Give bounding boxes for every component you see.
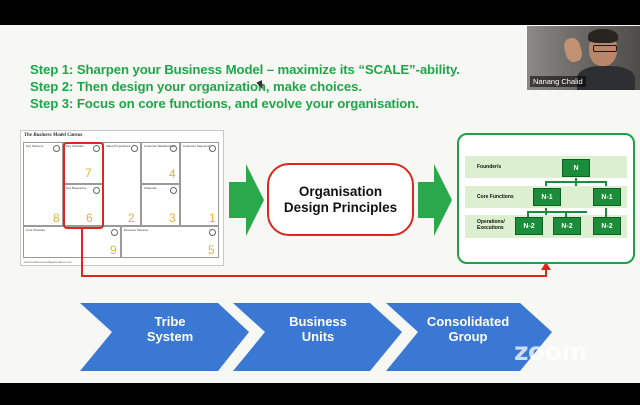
principles-line-2: Design Principles [283, 199, 398, 215]
block-revenue-streams: Revenue Streams 5 [121, 226, 219, 258]
green-arrow-1 [229, 164, 264, 236]
chevron-1-shape [80, 303, 249, 371]
steps-list: Step 1: Sharpen your Business Model – ma… [30, 61, 500, 112]
design-principles-box: Organisation Design Principles [267, 163, 414, 236]
participant-video-tile[interactable]: Nanang Chalid [527, 26, 640, 90]
org-node-n2-1: N-2 [515, 217, 543, 235]
org-node-n2-3: N-2 [593, 217, 621, 235]
green-arrow-2 [418, 164, 452, 236]
step-2: Step 2: Then design your organization, m… [30, 79, 362, 94]
step-1: Step 1: Sharpen your Business Model – ma… [30, 62, 460, 77]
person-body [577, 66, 635, 90]
chevron-2-shape [233, 303, 402, 371]
org-node-n2-2: N-2 [553, 217, 581, 235]
org-row-founders: Founder/s [465, 156, 627, 178]
business-model-canvas-image: The Business Model Canvas Key Partners 8… [20, 130, 224, 266]
block-channels: Channels 3 [141, 184, 180, 226]
block-customer-relationships: Customer Relationships 4 [141, 142, 180, 184]
org-node-n1-left: N-1 [533, 188, 561, 206]
step-3: Step 3: Focus on core functions, and evo… [30, 96, 419, 111]
canvas-title: The Business Model Canvas [24, 133, 83, 138]
participant-name-label: Nanang Chalid [530, 76, 586, 87]
org-chart: Founder/s Core Functions Operations/ Exe… [457, 133, 635, 264]
highlight-key-activities-resources [63, 142, 104, 229]
org-row-operations: Operations/ Executions [465, 215, 627, 238]
block-key-partners: Key Partners 8 [23, 142, 63, 226]
block-customer-segments: Customer Segments 1 [180, 142, 219, 226]
block-cost-structure: Cost Structure 9 [23, 226, 121, 258]
chevron-3-shape [386, 303, 552, 371]
org-node-n: N [562, 159, 590, 177]
org-node-n1-right: N-1 [593, 188, 621, 206]
connector-arrowhead-icon [541, 262, 551, 270]
glasses-icon [593, 45, 617, 52]
canvas-footer: www.businessmodelgeneration.com [24, 260, 72, 264]
zoom-watermark: zoom [514, 337, 587, 366]
principles-line-1: Organisation [298, 183, 383, 199]
block-value-propositions: Value Propositions 2 [103, 142, 141, 226]
red-connector-line [81, 229, 547, 277]
